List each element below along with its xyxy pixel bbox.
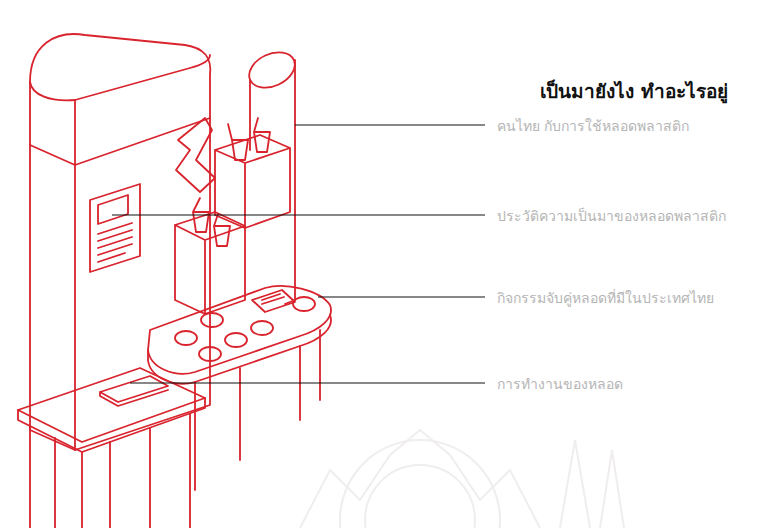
straw-booklet xyxy=(100,376,168,406)
poster-lines xyxy=(98,223,132,262)
callout-label: คนไทย กับการใช้หลอดพลาสติก xyxy=(497,115,689,137)
table-left-legs xyxy=(30,414,190,528)
table-right-top xyxy=(148,286,331,374)
kiosk-cap-corner xyxy=(74,100,76,165)
cylinder-body xyxy=(250,60,295,304)
sign-board xyxy=(176,118,215,192)
matching-hole xyxy=(251,321,273,335)
callout-label: การทำงานของหลอด xyxy=(497,373,623,395)
kiosk-cap xyxy=(30,34,210,145)
table-left-top xyxy=(18,368,205,442)
step-box-upper xyxy=(215,135,290,228)
kiosk-body-front xyxy=(75,118,210,450)
watermark-seal xyxy=(300,430,624,528)
callout-label: ประวัติความเป็นมาของหลอดพลาสติก xyxy=(497,205,726,227)
poster-panel xyxy=(90,184,140,272)
kiosk-cap-edge xyxy=(30,55,210,100)
section-title: เป็นมายังไง ทำอะไรอยู่ xyxy=(540,76,728,106)
cup xyxy=(228,124,248,160)
poster-image xyxy=(98,195,128,224)
matching-hole xyxy=(175,331,197,345)
callout-label: กิจกรรมจับคู่หลอดที่มีในประเทศไทย xyxy=(497,287,714,309)
leader-line xyxy=(318,296,485,297)
matching-hole xyxy=(201,313,223,327)
leader-line xyxy=(112,214,485,215)
cylinder-top xyxy=(243,45,300,94)
leader-line xyxy=(295,124,485,125)
leader-line xyxy=(130,382,485,383)
cup xyxy=(214,214,230,246)
kiosk-body-top xyxy=(30,118,210,165)
matching-hole xyxy=(199,347,221,361)
table-left-edge xyxy=(18,398,205,452)
matching-hole xyxy=(225,333,247,347)
cup xyxy=(254,118,270,152)
table-right-legs xyxy=(195,330,320,490)
matching-hole xyxy=(293,297,315,311)
matching-card xyxy=(252,290,295,312)
